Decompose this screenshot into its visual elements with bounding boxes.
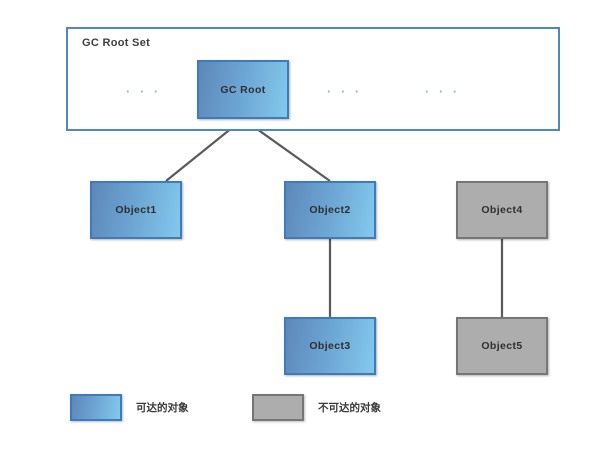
legend-label-unreachable: 不可达的对象	[318, 402, 381, 414]
gc-root-set-title: GC Root Set	[82, 37, 151, 49]
legend-swatch-unreachable	[252, 394, 304, 421]
node-object5[interactable]: Object5	[456, 317, 548, 375]
legend-label-reachable: 可达的对象	[136, 402, 189, 414]
node-gc-root[interactable]: GC Root	[197, 60, 289, 119]
gc-root-set-container: GC Root Set	[66, 27, 560, 131]
ellipsis-right: · · ·	[425, 84, 461, 99]
ellipsis-left: · · ·	[126, 84, 162, 99]
legend-item-unreachable: 不可达的对象	[252, 394, 381, 421]
ellipsis-middle: · · ·	[327, 84, 363, 99]
node-object4[interactable]: Object4	[456, 181, 548, 239]
node-object2[interactable]: Object2	[284, 181, 376, 239]
node-object1[interactable]: Object1	[90, 181, 182, 239]
node-object3[interactable]: Object3	[284, 317, 376, 375]
legend-item-reachable: 可达的对象	[70, 394, 189, 421]
legend-swatch-reachable	[70, 394, 122, 421]
